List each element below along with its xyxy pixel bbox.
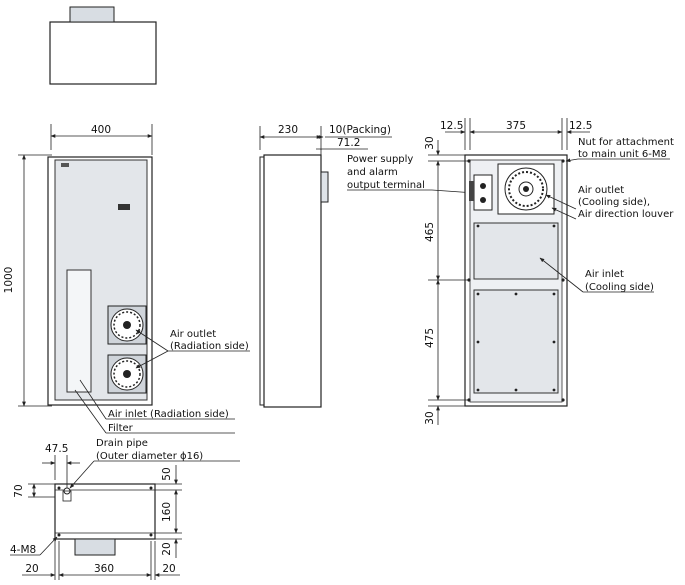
label-rear-air-outlet-2: (Cooling side),: [578, 197, 650, 208]
rear-air-inlet-panel: [473, 222, 559, 280]
dim-rear-lower: 475: [424, 328, 436, 348]
dim-bottom-right-margin: 20: [162, 563, 175, 575]
side-view-flange: [259, 156, 265, 406]
dim-rear-right-margin: 12.5: [569, 120, 592, 132]
dim-bottom-right-mid: 160: [161, 502, 173, 522]
top-view: [49, 6, 157, 85]
label-rear-air-inlet-2: (Cooling side): [585, 282, 654, 293]
front-view: 400 1000 Air outlet (Radiation side) Air…: [3, 124, 250, 434]
dim-front-width: 400: [91, 124, 111, 136]
bottom-view-body: [54, 483, 156, 540]
dim-drain-offset: 47.5: [45, 443, 68, 455]
label-drain-pipe-1: Drain pipe: [96, 438, 148, 449]
filter-panel: [66, 269, 92, 393]
label-rear-air-outlet-3: Air direction louver: [578, 209, 674, 220]
label-filter: Filter: [108, 423, 134, 434]
dim-front-height: 1000: [3, 267, 15, 294]
label-rear-air-outlet-1: Air outlet: [578, 185, 624, 196]
dim-rear-left-margin: 12.5: [440, 120, 463, 132]
rear-terminal-block: [469, 174, 493, 211]
rear-fan-cooling: [497, 163, 555, 215]
dim-side-offset: 71.2: [337, 137, 360, 149]
label-rear-air-inlet-1: Air inlet: [585, 269, 624, 280]
dim-side-depth: 230: [278, 124, 298, 136]
side-view: 230 10(Packing) 71.2 Power supply and al…: [259, 124, 476, 408]
top-view-body: [49, 21, 157, 85]
dim-bottom-left-margin: 20: [25, 563, 38, 575]
label-power-supply-2: and alarm: [347, 167, 398, 178]
rear-view: 12.5 375 12.5 30 465 475 30 Nut for atta…: [424, 118, 674, 425]
label-nut-attachment-1: Nut for attachment: [578, 137, 674, 148]
dim-rear-bottom: 30: [424, 411, 436, 424]
dim-rear-top: 30: [424, 136, 436, 149]
nameplate: [118, 204, 130, 210]
dim-bottom-right-bottom: 20: [161, 542, 173, 555]
radiation-fan-upper: [107, 305, 147, 345]
radiation-fan-lower: [107, 354, 147, 394]
label-drain-pipe-2: (Outer diameter ϕ16): [96, 451, 203, 462]
label-power-supply-3: output terminal: [347, 180, 425, 191]
dim-bottom-width: 360: [94, 563, 114, 575]
front-logo: [61, 163, 69, 167]
label-power-supply-1: Power supply: [347, 154, 413, 165]
label-nut-attachment-2: to main unit 6-M8: [578, 149, 667, 160]
label-air-outlet-radiation-1: Air outlet: [170, 329, 216, 340]
bottom-view: 47.5 Drain pipe (Outer diameter ϕ16) 70 …: [10, 438, 240, 580]
side-view-body: [263, 154, 322, 408]
dim-rear-width: 375: [506, 120, 526, 132]
rear-lower-panel: [473, 289, 559, 394]
label-air-outlet-radiation-2: (Radiation side): [170, 341, 249, 352]
top-view-terminal-box: [69, 6, 115, 23]
dim-rear-upper: 465: [424, 222, 436, 242]
dim-side-packing: 10(Packing): [329, 124, 391, 136]
dim-bottom-left-height: 70: [13, 484, 25, 497]
side-view-terminal-box: [320, 171, 329, 203]
dim-bottom-right-top: 50: [161, 467, 173, 480]
label-air-inlet-radiation: Air inlet (Radiation side): [108, 409, 229, 420]
bottom-view-terminal-box: [74, 538, 116, 556]
rear-mounting-holes: [467, 159, 565, 402]
label-bottom-holes: 4-M8: [10, 544, 36, 556]
